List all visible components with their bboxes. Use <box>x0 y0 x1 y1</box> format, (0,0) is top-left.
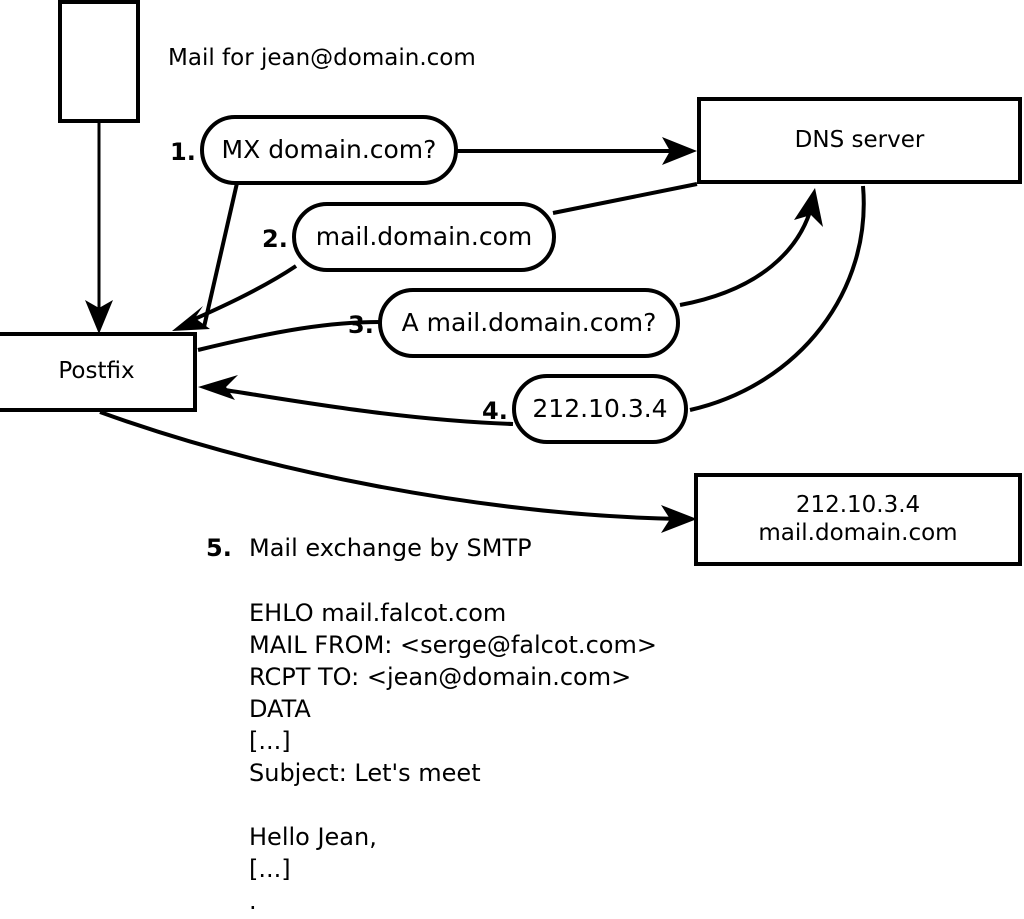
smtp-line: MAIL FROM: <serge@falcot.com> <box>249 631 657 659</box>
smtp-line: Hello Jean, <box>249 823 377 851</box>
target-server-box[interactable]: 212.10.3.4 mail.domain.com <box>694 473 1022 566</box>
edge-dns-to-step4 <box>689 185 866 412</box>
smtp-line: . <box>249 887 257 915</box>
smtp-line: [...] <box>249 855 291 883</box>
postfix-label: Postfix <box>58 358 135 385</box>
step-5-label: Mail exchange by SMTP <box>249 534 532 562</box>
page-title: Mail for jean@domain.com <box>168 45 476 71</box>
edge-dns-to-step2 <box>552 182 698 215</box>
smtp-line: RCPT TO: <jean@domain.com> <box>249 663 632 691</box>
step-4-bubble[interactable]: 212.10.3.4 <box>512 374 688 444</box>
step-5-number: 5. <box>206 534 232 562</box>
step-1-label: MX domain.com? <box>221 135 437 165</box>
step-1-number: 1. <box>170 138 196 166</box>
edge-step1-to-dns <box>455 137 697 165</box>
edge-step3-to-dns <box>679 188 823 307</box>
smtp-line: EHLO mail.falcot.com <box>249 599 507 627</box>
client-box[interactable] <box>58 0 140 123</box>
step-3-number: 3. <box>348 311 374 339</box>
step-4-number: 4. <box>482 397 508 425</box>
step-2-bubble[interactable]: mail.domain.com <box>292 202 556 272</box>
step-3-label: A mail.domain.com? <box>401 308 657 338</box>
edge-step2-to-postfix <box>172 264 298 331</box>
edge-postfix-to-step3 <box>197 320 381 352</box>
step-2-number: 2. <box>262 225 288 253</box>
smtp-line-blank <box>249 791 657 823</box>
smtp-transcript: EHLO mail.falcot.com MAIL FROM: <serge@f… <box>249 599 657 919</box>
edge-postfix-to-target <box>99 410 697 533</box>
edge-postfix-to-step1 <box>202 182 239 328</box>
smtp-line: [...] <box>249 727 291 755</box>
target-server-hostname: mail.domain.com <box>758 519 958 546</box>
dns-server-label: DNS server <box>794 126 925 153</box>
dns-server-box[interactable]: DNS server <box>697 97 1022 184</box>
step-1-bubble[interactable]: MX domain.com? <box>200 115 458 185</box>
step-4-label: 212.10.3.4 <box>532 394 668 424</box>
step-2-label: mail.domain.com <box>315 222 533 252</box>
step-3-bubble[interactable]: A mail.domain.com? <box>378 288 680 358</box>
postfix-box[interactable]: Postfix <box>0 332 197 412</box>
edge-step4-to-postfix <box>198 375 514 426</box>
smtp-line: DATA <box>249 695 311 723</box>
target-server-ip: 212.10.3.4 <box>795 492 921 519</box>
edge-client-to-postfix <box>85 123 113 334</box>
smtp-line: Subject: Let's meet <box>249 759 481 787</box>
